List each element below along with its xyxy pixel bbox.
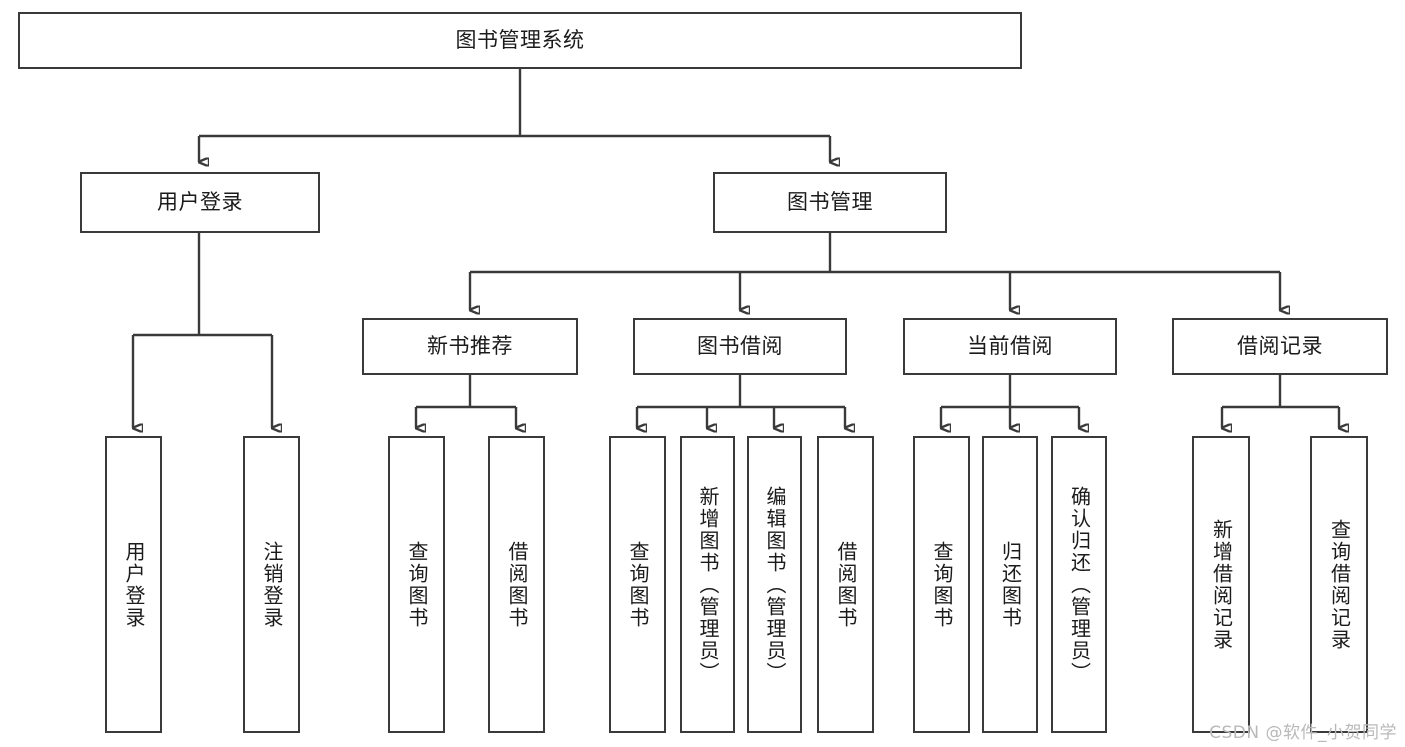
node-label: 查询借阅记录 bbox=[1327, 518, 1352, 651]
leaf-book-borrow-borrow[interactable]: 借阅图书 bbox=[817, 436, 874, 733]
node-label: 图书管理 bbox=[787, 190, 873, 215]
node-label: 归还图书 bbox=[998, 540, 1023, 629]
node-label: 当前借阅 bbox=[967, 334, 1053, 359]
leaf-new-book-borrow[interactable]: 借阅图书 bbox=[488, 436, 545, 733]
leaf-book-borrow-edit[interactable]: 编辑图书（管理员） bbox=[747, 436, 802, 733]
node-label: 查询图书 bbox=[626, 540, 650, 629]
node-label: 编辑图书（管理员） bbox=[763, 485, 787, 684]
node-label: 借阅图书 bbox=[834, 540, 858, 629]
node-label: 查询图书 bbox=[405, 540, 429, 629]
node-label: 图书借阅 bbox=[697, 334, 783, 359]
node-label: 新增借阅记录 bbox=[1209, 518, 1234, 651]
node-borrow-record[interactable]: 借阅记录 bbox=[1172, 318, 1388, 375]
node-current-borrow[interactable]: 当前借阅 bbox=[903, 318, 1117, 375]
node-label: 借阅记录 bbox=[1237, 334, 1323, 359]
node-user-login[interactable]: 用户登录 bbox=[80, 172, 320, 233]
node-label: 新书推荐 bbox=[427, 334, 513, 359]
node-book-management[interactable]: 图书管理 bbox=[713, 172, 947, 233]
node-new-book-recommend[interactable]: 新书推荐 bbox=[362, 318, 578, 375]
node-label: 图书管理系统 bbox=[455, 28, 585, 53]
leaf-book-borrow-add[interactable]: 新增图书（管理员） bbox=[680, 436, 735, 733]
leaf-user-login-logout[interactable]: 注销登录 bbox=[243, 436, 300, 733]
leaf-new-book-query[interactable]: 查询图书 bbox=[388, 436, 445, 733]
leaf-current-borrow-query[interactable]: 查询图书 bbox=[913, 436, 970, 733]
leaf-current-borrow-confirm[interactable]: 确认归还（管理员） bbox=[1051, 436, 1107, 733]
leaf-borrow-record-query[interactable]: 查询借阅记录 bbox=[1310, 436, 1368, 733]
node-label: 用户登录 bbox=[122, 540, 146, 629]
node-label: 借阅图书 bbox=[505, 540, 529, 629]
leaf-current-borrow-return[interactable]: 归还图书 bbox=[982, 436, 1038, 733]
csdn-watermark: CSDN @软件_小贺同学 bbox=[1209, 723, 1397, 743]
node-label: 查询图书 bbox=[930, 540, 954, 629]
node-book-borrow[interactable]: 图书借阅 bbox=[633, 318, 847, 375]
leaf-borrow-record-add[interactable]: 新增借阅记录 bbox=[1192, 436, 1250, 733]
leaf-user-login-login[interactable]: 用户登录 bbox=[105, 436, 162, 733]
node-label: 注销登录 bbox=[260, 540, 284, 629]
node-label: 确认归还（管理员） bbox=[1067, 485, 1092, 684]
leaf-book-borrow-query[interactable]: 查询图书 bbox=[609, 436, 666, 733]
node-root-book-management-system[interactable]: 图书管理系统 bbox=[18, 12, 1022, 69]
node-label: 新增图书（管理员） bbox=[696, 485, 720, 684]
node-label: 用户登录 bbox=[157, 190, 243, 215]
